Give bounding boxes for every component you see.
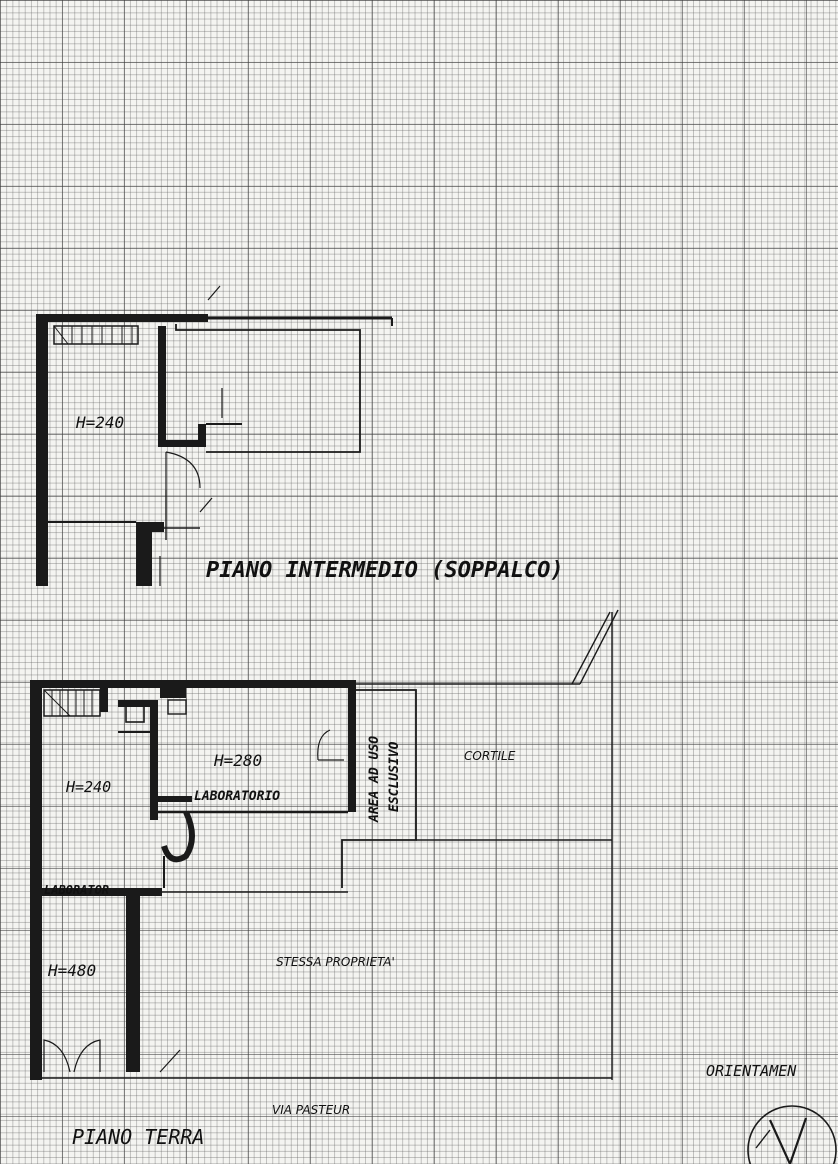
north-arrow-icon [747,1105,837,1164]
wc-fixture [125,705,145,723]
ground-middle-wall [42,888,162,896]
upper-bottom-pier [136,522,152,586]
ground-height-center: H=280 [213,751,262,770]
orientation-label: ORIENTAMEN [706,1062,797,1080]
upper-door-swing [165,451,201,490]
upper-stair [53,325,139,345]
street-label: VIA PASTEUR [272,1103,350,1117]
ground-curved-wall [161,810,195,863]
same-property-label: STESSA PROPRIETA' [276,955,395,969]
ground-inner-wall [150,700,158,820]
exclusive-area-outline [341,689,417,888]
ground-stair [43,689,101,717]
ground-left-wall [30,680,42,1080]
exclusive-area-label-line2: ESCLUSIVO [387,741,402,812]
upper-partition-wall [158,326,166,446]
ground-floor-plan [30,609,837,1164]
upper-void-outline [175,324,361,453]
upper-top-wall [36,314,208,322]
ground-height-left: H=240 [65,778,111,796]
lab-room-label: LABORATORIO [194,789,280,804]
ground-floor-title: PIANO TERRA [72,1125,204,1149]
upper-partition-return [158,440,206,447]
upper-floor-plan [36,285,393,586]
ground-shop-wall [126,896,140,1072]
entrance-door [43,1039,101,1073]
shop-height-label: H=480 [47,961,96,980]
exclusive-area-label-line1: AREA AD USO [367,736,382,823]
ground-top-wall [30,680,356,688]
upper-left-wall [36,316,48,586]
ground-right-wall [348,684,356,812]
upper-height-label: H=240 [75,413,124,432]
courtyard-label: CORTILE [464,749,516,763]
upper-floor-title: PIANO INTERMEDIO (SOPPALCO) [206,558,564,583]
lab-door-swing [317,729,344,761]
lab-left-room-label: LABORATOR [44,883,109,897]
